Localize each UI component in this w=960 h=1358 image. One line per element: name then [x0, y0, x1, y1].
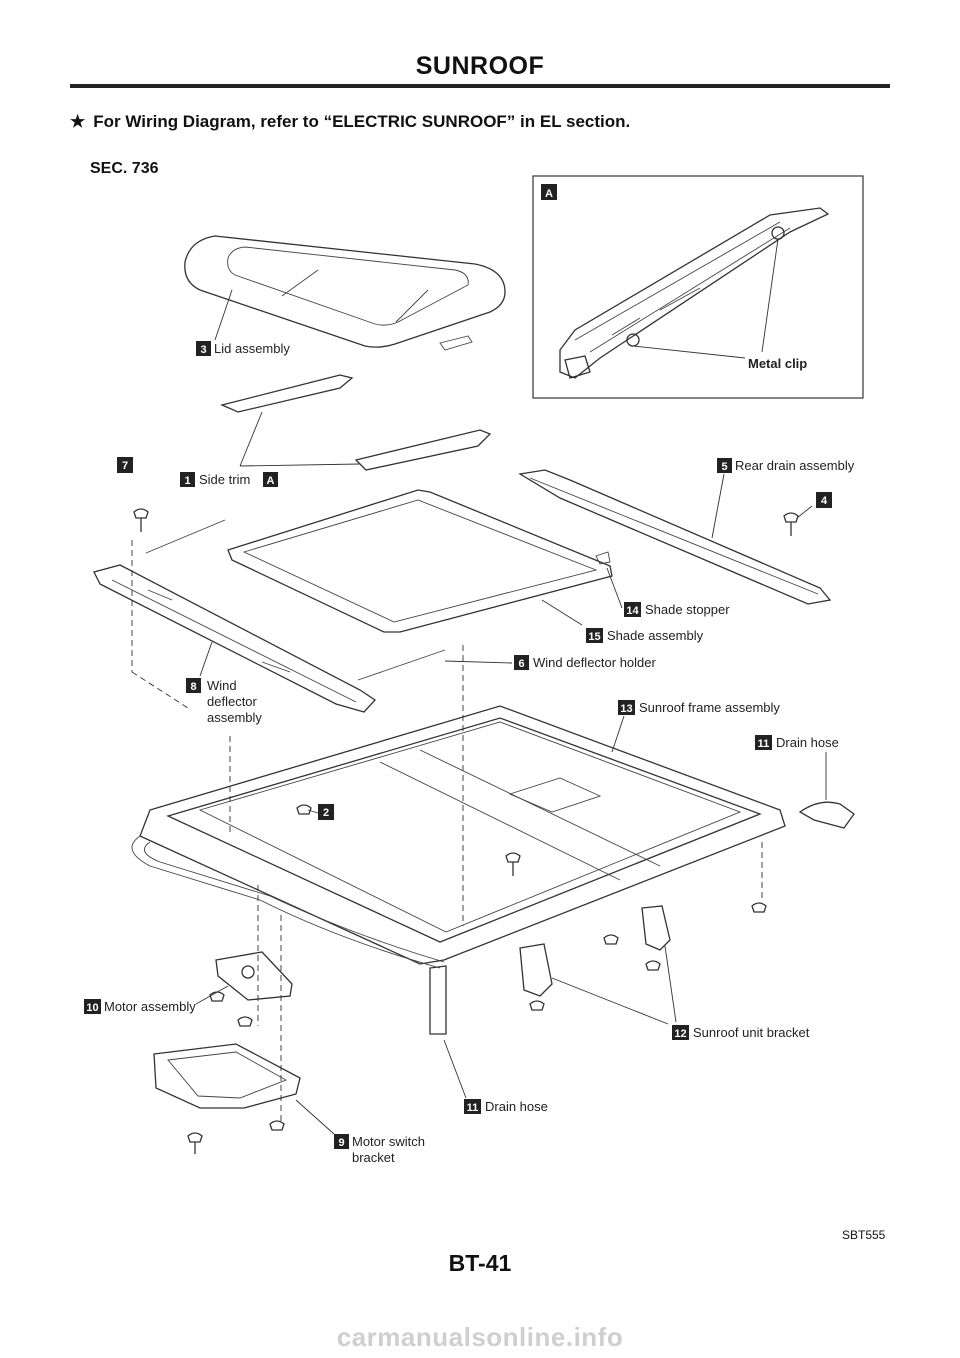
header-rule [70, 84, 890, 88]
svg-text:4: 4 [821, 495, 828, 507]
wiring-note: ★ For Wiring Diagram, refer to “ELECTRIC … [70, 112, 630, 132]
svg-text:3: 3 [200, 344, 206, 356]
svg-text:deflector: deflector [207, 694, 258, 709]
svg-text:7: 7 [122, 460, 128, 472]
callout-15: 15 Shade assembly [586, 628, 704, 643]
svg-text:Motor assembly: Motor assembly [104, 999, 196, 1014]
svg-text:11: 11 [758, 738, 770, 750]
svg-text:Drain hose: Drain hose [485, 1099, 548, 1114]
shade-assembly-part [227, 489, 623, 633]
callout-3: 3 Lid assembly [196, 341, 290, 356]
svg-text:5: 5 [721, 461, 727, 473]
svg-text:A: A [267, 475, 275, 487]
callout-13: 13 Sunroof frame assembly [618, 700, 780, 715]
callout-11-lower: 11 Drain hose [464, 1099, 548, 1114]
inset-detail-a: A Metal clip [532, 175, 864, 399]
callout-2: 2 [318, 804, 334, 820]
motor-switch-bracket-part [153, 1043, 335, 1154]
svg-text:14: 14 [626, 605, 639, 617]
motor-assembly-part [195, 885, 293, 1124]
svg-text:9: 9 [338, 1137, 344, 1149]
callout-12: 12 Sunroof unit bracket [672, 1025, 810, 1040]
wind-deflector-part [93, 519, 513, 713]
lid-assembly-part [184, 235, 506, 351]
callout-6: 6 Wind deflector holder [514, 655, 657, 670]
footer-watermark: carmanualsonline.info [336, 1322, 624, 1352]
callout-1: 1 Side trim A [180, 472, 278, 487]
rear-drain-assembly-part [518, 469, 832, 605]
callout-11-upper: 11 Drain hose [755, 735, 839, 750]
figure-id: SBT555 [842, 1228, 886, 1242]
svg-text:Sunroof frame assembly: Sunroof frame assembly [639, 700, 780, 715]
svg-text:Shade stopper: Shade stopper [645, 602, 730, 617]
star-icon: ★ [70, 112, 86, 131]
side-trim-ref-icon [263, 472, 278, 487]
side-trim-part [220, 374, 492, 471]
svg-text:1: 1 [184, 475, 190, 487]
svg-text:assembly: assembly [207, 710, 262, 725]
screws [131, 505, 813, 876]
svg-text:8: 8 [190, 681, 196, 693]
callout-4: 4 [816, 492, 832, 508]
svg-text:6: 6 [518, 658, 524, 670]
callout-14: 14 Shade stopper [624, 602, 730, 617]
page-header-title: SUNROOF [415, 52, 545, 80]
svg-text:12: 12 [674, 1028, 686, 1040]
callout-7: 7 [117, 457, 133, 473]
svg-text:Wind deflector holder: Wind deflector holder [533, 655, 657, 670]
svg-text:10: 10 [86, 1002, 98, 1014]
sunroof-frame-part [139, 645, 786, 965]
callout-10: 10 Motor assembly [84, 999, 196, 1014]
inset-tag-label: A [545, 188, 553, 200]
svg-text:Rear drain assembly: Rear drain assembly [735, 458, 855, 473]
page-number: BT-41 [448, 1250, 512, 1276]
metal-clip-label: Metal clip [748, 356, 807, 371]
inset-tag-icon [541, 184, 557, 200]
callout-8: 8 Wind deflector assembly [186, 678, 262, 725]
svg-text:Shade assembly: Shade assembly [607, 628, 704, 643]
svg-text:Lid assembly: Lid assembly [214, 341, 290, 356]
callout-9: 9 Motor switch bracket [334, 1134, 425, 1165]
section-code: SEC. 736 [90, 160, 159, 177]
drain-hose-part [429, 752, 855, 1099]
svg-text:2: 2 [323, 807, 329, 819]
svg-text:Motor switch: Motor switch [352, 1134, 425, 1149]
sunroof-unit-bracket-part [519, 902, 767, 1025]
svg-text:Side trim: Side trim [199, 472, 250, 487]
svg-text:Wind: Wind [207, 678, 237, 693]
svg-text:Sunroof unit bracket: Sunroof unit bracket [693, 1025, 810, 1040]
svg-text:Drain hose: Drain hose [776, 735, 839, 750]
svg-text:11: 11 [467, 1102, 479, 1114]
svg-text:15: 15 [588, 631, 600, 643]
callout-5: 5 Rear drain assembly [717, 458, 855, 473]
wiring-note-text: For Wiring Diagram, refer to “ELECTRIC S… [93, 112, 631, 131]
svg-text:bracket: bracket [352, 1150, 395, 1165]
svg-text:13: 13 [620, 703, 632, 715]
